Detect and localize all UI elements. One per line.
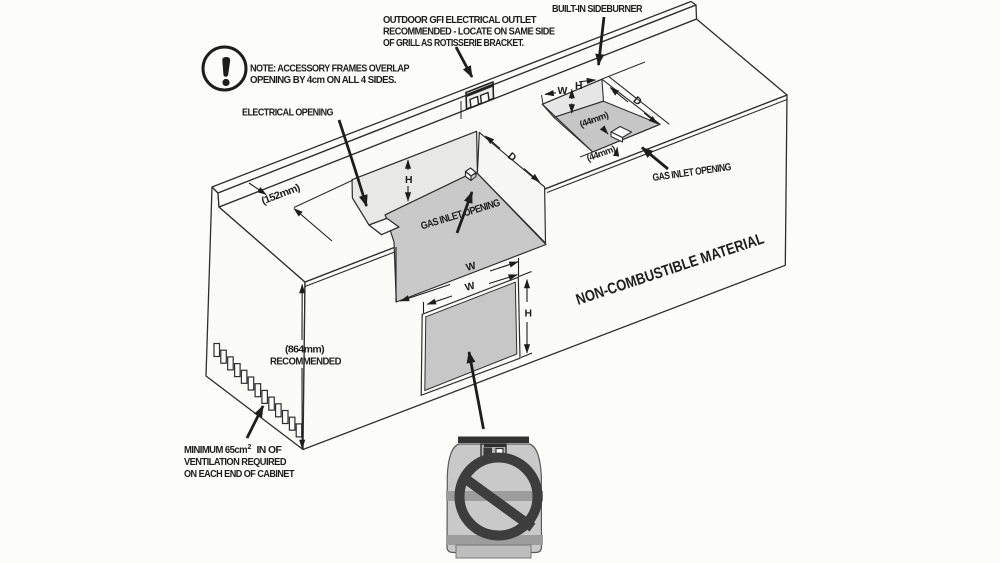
svg-text:MINIMUM 65cm: MINIMUM 65cm xyxy=(184,445,247,456)
svg-text:RECOMMENDED - LOCATE ON SAME S: RECOMMENDED - LOCATE ON SAME SIDE xyxy=(383,27,555,38)
svg-text:NOTE: ACCESSORY FRAMES OVERLAP: NOTE: ACCESSORY FRAMES OVERLAP xyxy=(250,64,410,75)
svg-text:W: W xyxy=(464,281,477,294)
svg-text:BUILT-IN SIDEBURNER: BUILT-IN SIDEBURNER xyxy=(552,4,643,15)
svg-text:W: W xyxy=(558,86,568,97)
svg-text:H: H xyxy=(575,81,582,92)
svg-text:RECOMMENDED: RECOMMENDED xyxy=(270,357,342,368)
svg-text:ELECTRICAL OPENING: ELECTRICAL OPENING xyxy=(242,108,333,119)
svg-text:2: 2 xyxy=(248,444,252,451)
svg-text:W: W xyxy=(465,261,478,274)
svg-text:OF GRILL AS ROTISSERIE BRACKET: OF GRILL AS ROTISSERIE BRACKET. xyxy=(383,38,524,49)
svg-text:IN OF: IN OF xyxy=(257,445,282,456)
svg-text:OPENING BY 4cm ON ALL 4 SIDES.: OPENING BY 4cm ON ALL 4 SIDES. xyxy=(250,75,397,86)
svg-text:H: H xyxy=(525,309,532,320)
svg-text:(864mm): (864mm) xyxy=(285,345,324,356)
svg-text:VENTILATION REQUIRED: VENTILATION REQUIRED xyxy=(184,457,287,468)
svg-text:H: H xyxy=(405,175,412,186)
svg-text:OUTDOOR GFI ELECTRICAL OUTLET: OUTDOOR GFI ELECTRICAL OUTLET xyxy=(383,15,537,26)
svg-text:ON EACH END OF CABINET: ON EACH END OF CABINET xyxy=(184,469,295,480)
